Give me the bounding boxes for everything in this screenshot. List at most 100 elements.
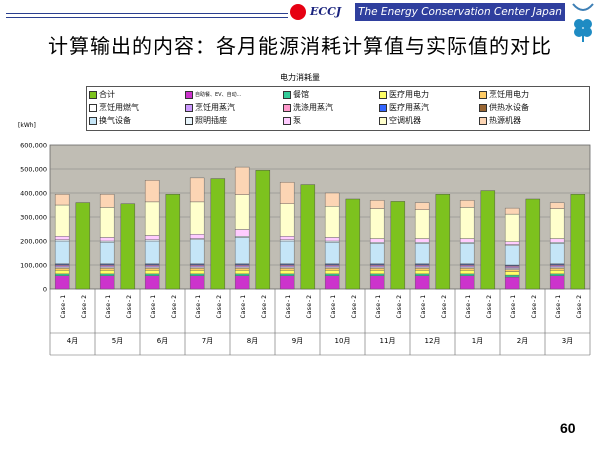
bar-segment (99, 193, 115, 208)
bar-total (525, 198, 541, 290)
bar-segment (234, 273, 250, 277)
case-label: Case-2 (485, 295, 493, 319)
month-label: 10月 (335, 337, 351, 345)
y-tick-label: 100,000 (20, 262, 47, 270)
bar-segment (189, 275, 205, 290)
bar-segment (414, 270, 430, 275)
bar-segment (279, 270, 295, 275)
bar-segment (459, 238, 475, 243)
bar-segment (189, 273, 205, 277)
eccj-logo: ECCJ (290, 4, 356, 20)
bar-segment (144, 268, 160, 271)
bar-total (480, 190, 496, 290)
bar-segment (414, 273, 430, 277)
case-label: Case-2 (305, 295, 313, 319)
legend-label: 自助餐、EV、自动... (195, 92, 242, 98)
bar-segment (189, 177, 205, 203)
bar-segment (189, 201, 205, 235)
bar-segment (324, 237, 340, 242)
case-label: Case-2 (215, 295, 223, 319)
bar-segment (234, 237, 250, 264)
y-tick-label: 400,000 (20, 190, 47, 198)
bar-segment (54, 273, 70, 277)
page-number: 60 (560, 420, 576, 436)
bar-segment (54, 240, 70, 264)
bar-segment (504, 276, 520, 290)
legend-entry: 热源机器 (479, 115, 521, 126)
y-tick-label: 300,000 (20, 214, 47, 222)
legend-swatch (283, 116, 291, 125)
bar-segment (549, 238, 565, 243)
bar-segment (459, 275, 475, 290)
bar-segment (414, 268, 430, 271)
organization-banner: The Energy Conservation Center Japan (355, 3, 565, 21)
case-label: Case-1 (284, 295, 292, 319)
legend-entry: 烹饪用燃气 (89, 102, 139, 113)
bar-segment (54, 235, 70, 240)
legend-entry: 医疗用蒸汽 (379, 102, 429, 113)
bar-segment (189, 270, 205, 275)
bar-segment (549, 243, 565, 264)
bar-segment (234, 268, 250, 271)
legend-label: 照明插座 (195, 116, 227, 125)
bar-segment (549, 270, 565, 275)
bar-segment (459, 270, 475, 275)
bar-segment (54, 275, 70, 290)
bar-segment (369, 273, 385, 277)
bar-segment (279, 235, 295, 240)
legend-swatch (479, 103, 487, 112)
y-tick-label: 200,000 (20, 238, 47, 246)
legend-label: 餐馆 (293, 90, 309, 99)
legend-label: 医疗用电力 (389, 90, 429, 99)
legend-label: 热源机器 (489, 116, 521, 125)
bar-total (570, 193, 586, 290)
bar-segment (279, 240, 295, 264)
legend-entry: 泵 (283, 115, 301, 126)
bar-segment (369, 243, 385, 264)
month-label: 7月 (202, 337, 213, 345)
bar-segment (189, 234, 205, 239)
legend-label: 烹饪用燃气 (99, 103, 139, 112)
legend-swatch (185, 116, 193, 125)
bar-segment (459, 268, 475, 271)
legend-entry: 换气设备 (89, 115, 131, 126)
legend-entry: 自助餐、EV、自动... (185, 89, 241, 100)
bar-total (255, 169, 271, 290)
case-label: Case-2 (575, 295, 583, 319)
bar-segment (144, 240, 160, 264)
bar-segment (414, 275, 430, 290)
legend-label: 烹饪用电力 (489, 90, 529, 99)
bar-total (435, 193, 451, 290)
bar-segment (99, 237, 115, 242)
bar-segment (369, 268, 385, 271)
case-label: Case-1 (239, 295, 247, 319)
bar-segment (54, 204, 70, 237)
bar-segment (99, 270, 115, 275)
case-label: Case-2 (440, 295, 448, 319)
case-label: Case-1 (419, 295, 427, 319)
bar-segment (144, 201, 160, 236)
bar-segment (504, 213, 520, 242)
month-label: 11月 (380, 337, 396, 345)
bar-segment (279, 181, 295, 204)
bar-segment (99, 241, 115, 264)
bar-segment (504, 269, 520, 272)
bar-segment (369, 208, 385, 239)
bar-segment (459, 199, 475, 208)
legend-label: 洗涤用蒸汽 (293, 103, 333, 112)
legend-swatch (283, 90, 291, 99)
bar-segment (234, 194, 250, 230)
month-label: 4月 (67, 337, 78, 345)
bar-segment (99, 275, 115, 290)
chart-legend: 合计自助餐、EV、自动...餐馆医疗用电力烹饪用电力烹饪用燃气烹饪用蒸汽洗涤用蒸… (86, 86, 590, 131)
bar-total (210, 178, 226, 290)
bar-segment (279, 275, 295, 290)
month-label: 1月 (472, 337, 483, 345)
bar-segment (324, 268, 340, 271)
legend-swatch (185, 103, 193, 112)
month-label: 2月 (517, 337, 528, 345)
legend-label: 合计 (99, 90, 115, 99)
bar-segment (504, 245, 520, 266)
bar-segment (504, 271, 520, 276)
bar-segment (99, 268, 115, 271)
